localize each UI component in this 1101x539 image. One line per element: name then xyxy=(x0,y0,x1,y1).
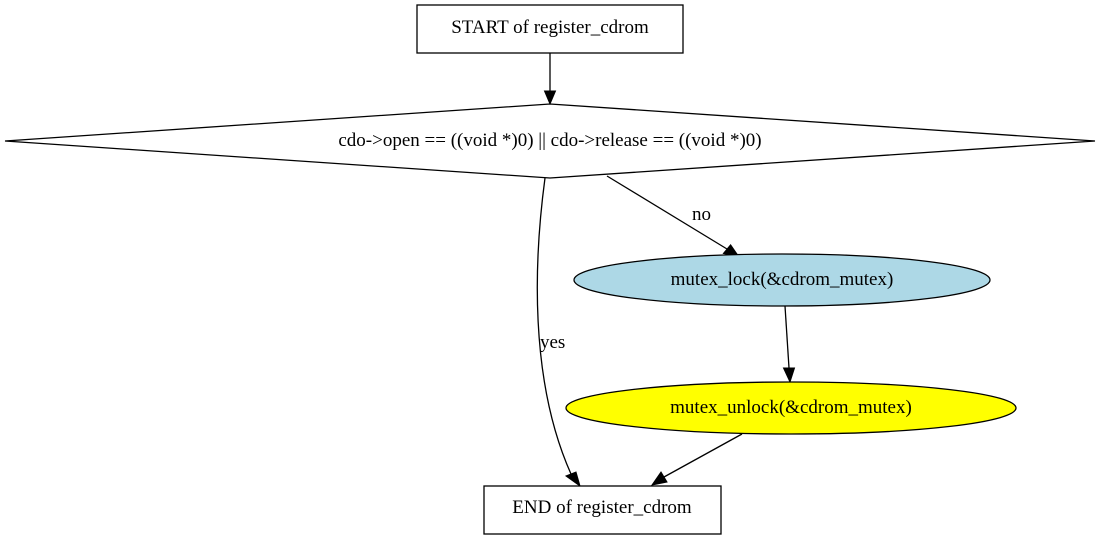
node-start: START of register_cdrom xyxy=(416,4,684,54)
edge-unlock-to-end xyxy=(650,433,743,486)
node-condition-label: cdo->open == ((void *)0) || cdo->release… xyxy=(338,130,761,151)
edge-lock-to-unlock xyxy=(782,305,796,384)
node-end-label: END of register_cdrom xyxy=(512,497,692,518)
edge-start-to-condition xyxy=(543,53,557,106)
node-lock-label: mutex_lock(&cdrom_mutex) xyxy=(671,269,894,290)
node-lock-shape xyxy=(573,253,991,307)
edge-label-no: no xyxy=(692,204,711,225)
edge-label-yes: yes xyxy=(540,332,565,353)
edge-condition-to-lock xyxy=(606,175,741,258)
node-unlock: mutex_unlock(&cdrom_mutex) xyxy=(565,381,1017,435)
node-start-label: START of register_cdrom xyxy=(451,17,649,38)
edge-condition-to-end xyxy=(536,177,581,488)
node-unlock-label: mutex_unlock(&cdrom_mutex) xyxy=(670,397,912,418)
node-lock: mutex_lock(&cdrom_mutex) xyxy=(573,253,991,307)
node-condition: cdo->open == ((void *)0) || cdo->release… xyxy=(4,103,1096,179)
node-end: END of register_cdrom xyxy=(483,485,722,535)
node-unlock-shape xyxy=(565,381,1017,435)
